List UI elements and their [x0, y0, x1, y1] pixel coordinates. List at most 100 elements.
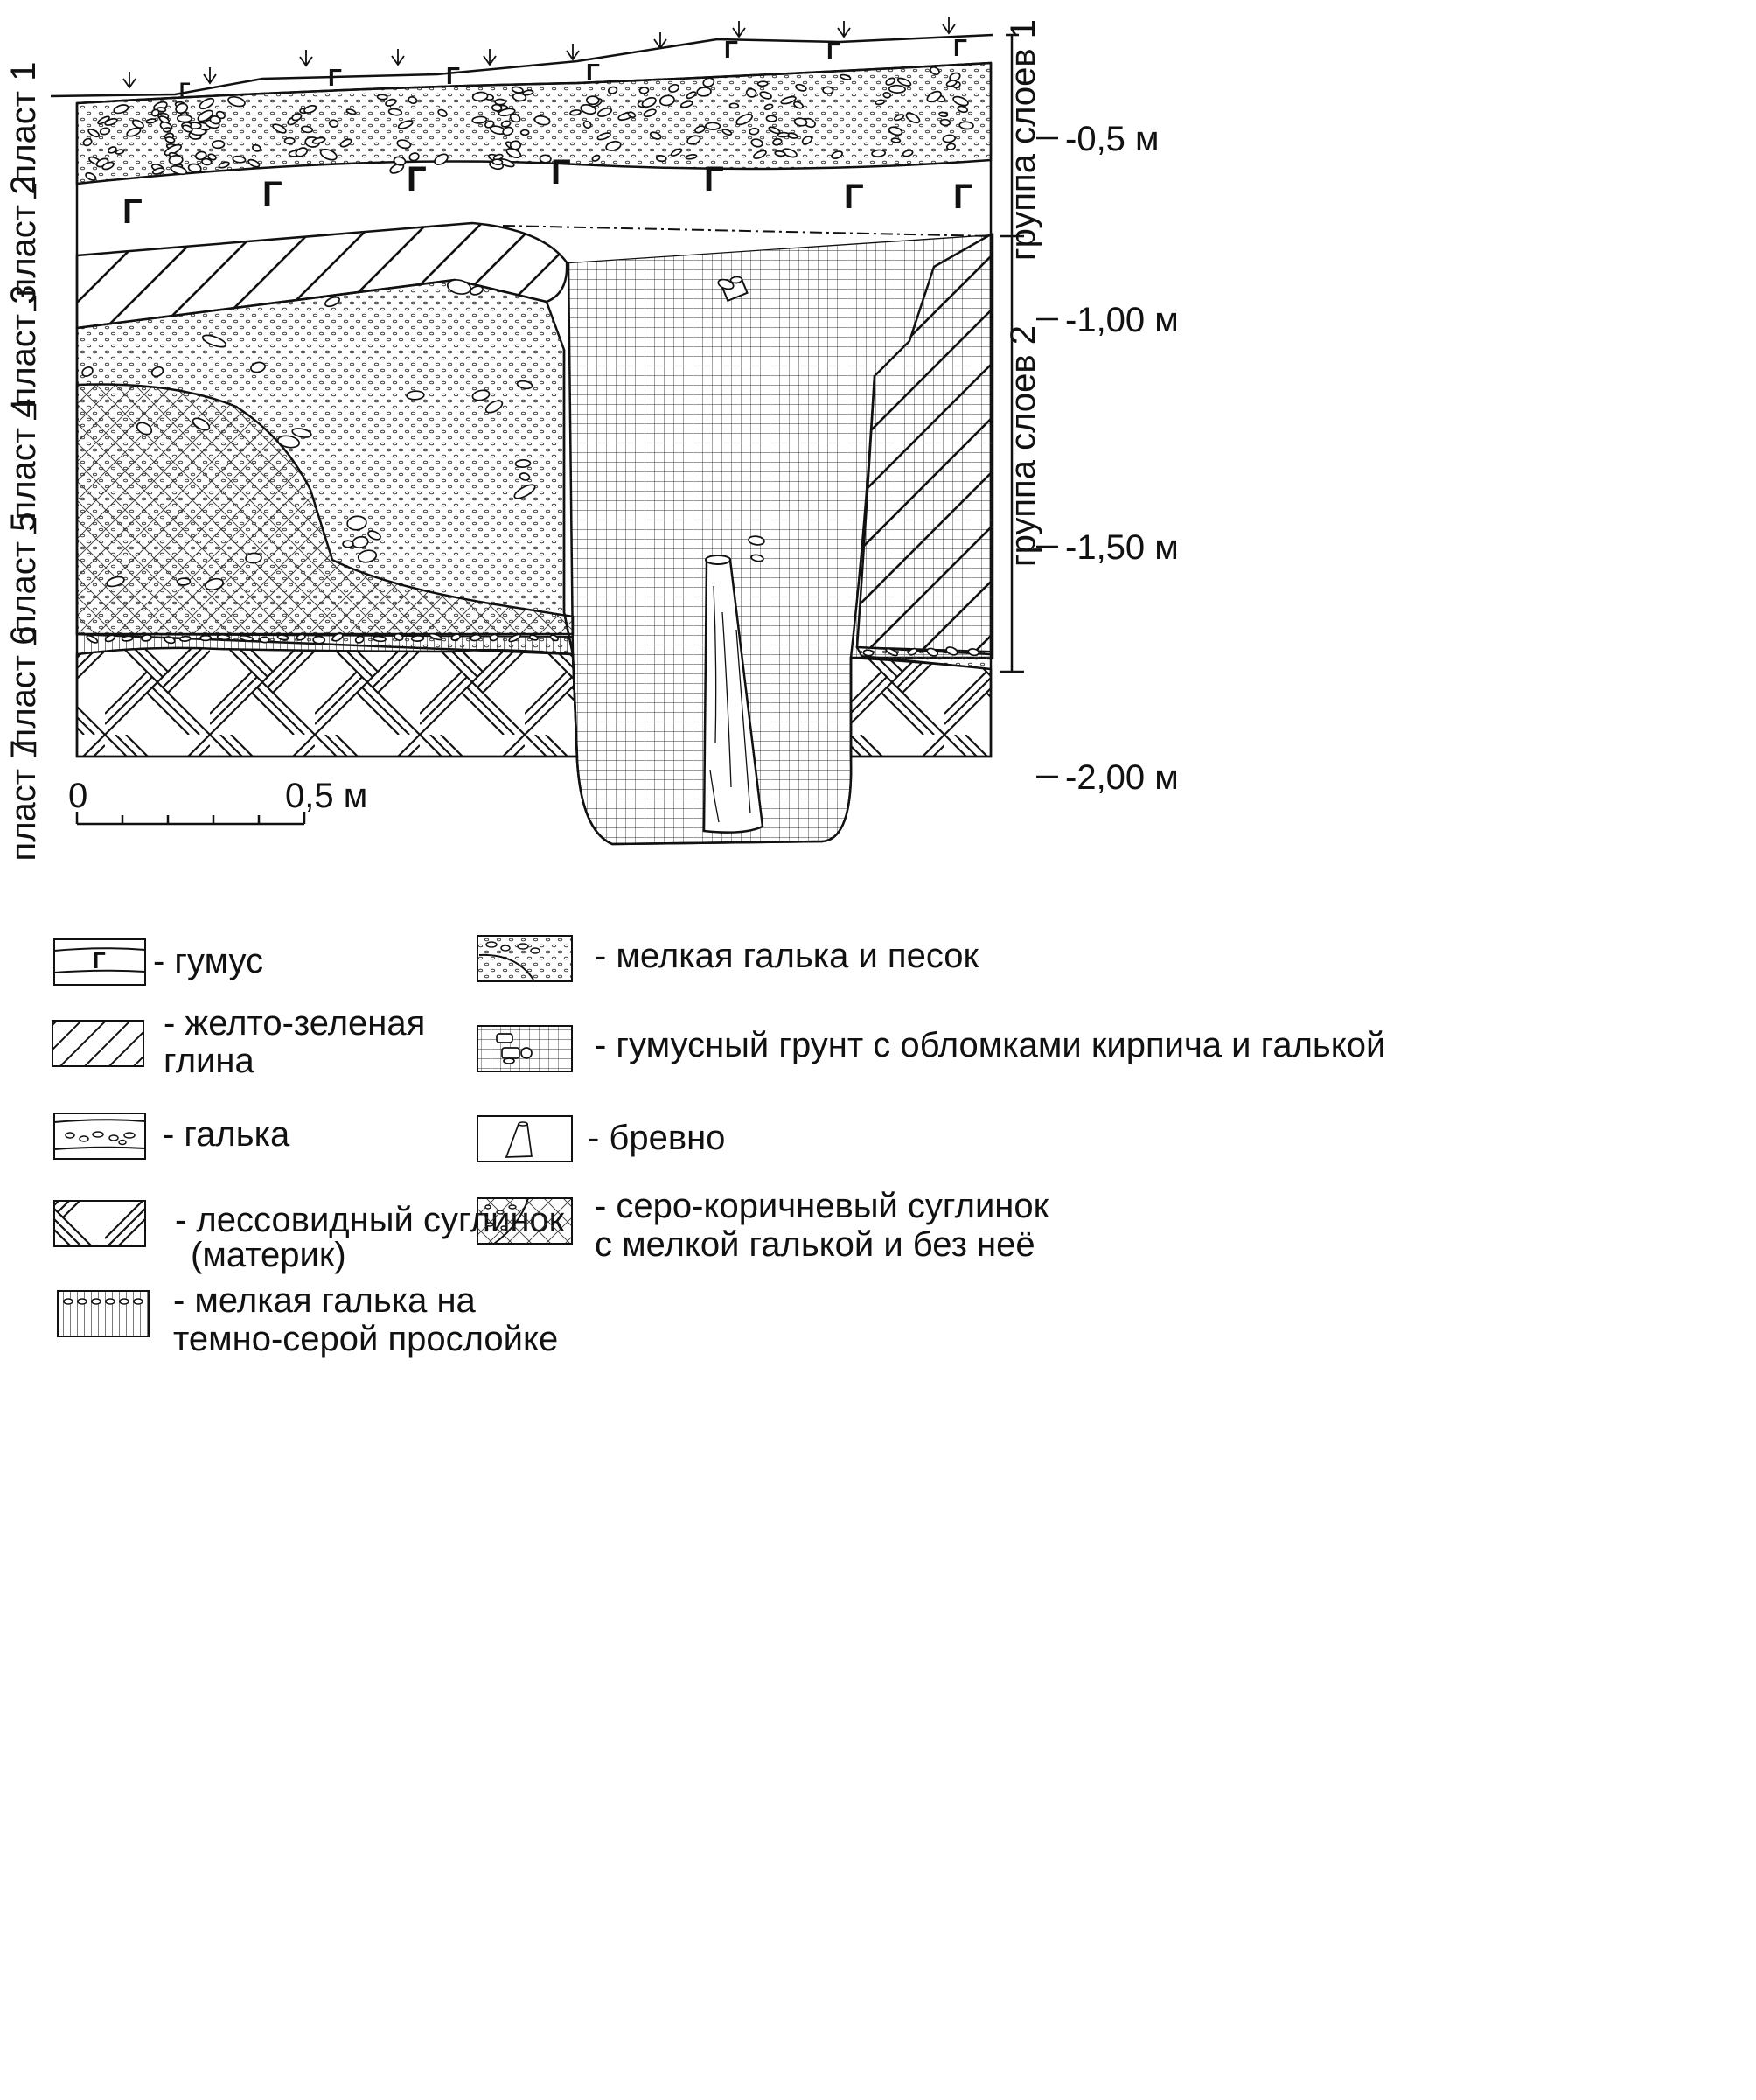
pebble: [519, 129, 530, 136]
pebble: [101, 161, 115, 171]
pebble: [471, 115, 488, 124]
pebble: [408, 95, 418, 105]
pebble: [181, 124, 193, 133]
humus-mark: Г: [953, 34, 967, 61]
legend-clay-label-1: - желто-зеленая: [164, 1004, 425, 1043]
pebble: [207, 153, 217, 161]
pebble: [239, 634, 254, 642]
pebble: [763, 103, 774, 111]
pebble: [509, 113, 521, 123]
pebble: [580, 103, 597, 115]
legend-dark-layer: - мелкая галька на темно-серой прослойке: [57, 1281, 558, 1358]
pebble: [795, 83, 807, 92]
pebble: [346, 515, 367, 531]
pebble: [197, 109, 214, 122]
pebble: [176, 114, 193, 123]
legend-humus-mark: Г: [93, 947, 106, 973]
humus-mark: Г: [826, 38, 840, 65]
pebble: [437, 108, 448, 117]
pebble: [670, 148, 683, 157]
grass-mark: [566, 44, 580, 61]
pebble: [774, 150, 786, 157]
pebble: [735, 113, 753, 126]
pebble: [311, 136, 326, 144]
pebble: [247, 158, 261, 168]
pebble: [946, 143, 956, 150]
pebble: [215, 110, 226, 120]
layer-clay-left: [75, 221, 568, 330]
pebble: [199, 97, 215, 110]
legend-loess-label-2: (материк): [191, 1236, 346, 1274]
pebble: [596, 132, 611, 141]
pebble: [331, 632, 344, 642]
pebble: [862, 649, 875, 657]
pebble: [218, 161, 230, 169]
pebble: [569, 109, 582, 116]
pebble: [945, 80, 958, 87]
pebble: [896, 77, 912, 87]
pebble: [201, 334, 227, 348]
pebble: [192, 417, 211, 431]
grass-mark: [837, 21, 851, 38]
pebble: [782, 148, 798, 158]
group-label-1: группа слоев 1: [1004, 19, 1042, 261]
pebble: [434, 153, 449, 165]
group-brackets: [1000, 33, 1024, 673]
grass-mark: [483, 49, 497, 66]
pebble: [393, 156, 407, 166]
pebble: [178, 635, 192, 642]
pebble: [199, 634, 213, 642]
pebble: [272, 123, 287, 134]
pebble: [591, 154, 601, 162]
log-object: [702, 555, 764, 834]
pebble-clusters: [81, 66, 980, 657]
humus-mark: Г: [446, 62, 460, 89]
pebble: [319, 148, 338, 161]
pebble: [115, 149, 125, 155]
pebble: [585, 95, 600, 106]
pebble: [354, 635, 365, 644]
pebble: [926, 647, 939, 657]
legend-fill: - гумусный грунт с обломками кирпича и г…: [477, 1025, 1385, 1072]
pebble: [949, 72, 961, 82]
pebble: [655, 155, 667, 163]
pebble: [97, 115, 110, 125]
humus-mark: Г: [407, 160, 427, 199]
pebble: [696, 87, 712, 97]
pebble: [801, 136, 813, 145]
pebble: [511, 86, 524, 94]
pebble: [822, 86, 834, 95]
pebble: [890, 137, 902, 143]
pebble: [106, 576, 125, 588]
pebble: [300, 125, 314, 134]
pebble: [582, 120, 592, 129]
pebble: [276, 435, 301, 449]
depth-scale: группа слоев 1 группа слоев 2 -0,5 м -1,…: [1000, 19, 1179, 797]
pebble: [450, 633, 461, 641]
pebble: [957, 105, 969, 114]
grass-mark: [732, 21, 746, 38]
pebble: [721, 129, 733, 136]
legend-pebbles: - галька: [53, 1113, 290, 1160]
pebble: [372, 635, 387, 643]
pebble: [945, 646, 958, 656]
pebble: [108, 146, 117, 154]
pebble: [131, 119, 144, 129]
pebble: [195, 150, 207, 161]
humus-mark: Г: [844, 178, 864, 216]
pebble: [176, 577, 192, 586]
layer-label-6: пласт 6: [4, 626, 43, 748]
pebble: [500, 120, 512, 128]
pebble: [938, 111, 949, 118]
pebble: [259, 636, 270, 644]
legend-log: - бревно: [477, 1115, 725, 1162]
pebble: [728, 102, 740, 109]
pebble: [410, 635, 425, 642]
pebble: [81, 366, 94, 377]
legend: Г - гумус - желто-зеленая глина - галька…: [52, 935, 1385, 1358]
pebble: [509, 140, 522, 150]
legend-humus-label: - гумус: [153, 942, 263, 980]
pebble: [489, 633, 499, 642]
pebble: [85, 171, 97, 181]
